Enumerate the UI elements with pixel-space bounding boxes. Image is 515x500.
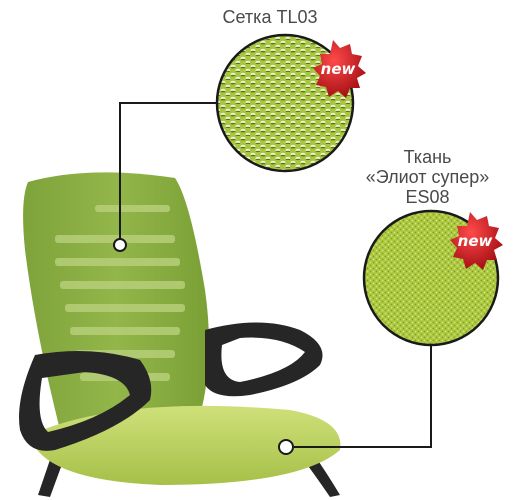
office-chair (19, 172, 341, 497)
fabric-callout-line (294, 341, 432, 448)
chair-armrest-left (19, 351, 152, 451)
fabric-label-line-2: «Элиот супер» (365, 167, 490, 187)
fabric-badge-text: new (458, 232, 493, 250)
mesh-label: Сетка TL03 (222, 7, 318, 27)
fabric-label: Ткань «Элиот супер» ES08 (345, 147, 510, 207)
mesh-badge-text: new (321, 60, 356, 78)
fabric-label-line-1: Ткань (403, 147, 452, 167)
mesh-callout-line (119, 102, 218, 243)
fabric-callout-dot (278, 439, 294, 455)
backrest-slots (55, 205, 185, 381)
fabric-label-line-3: ES08 (405, 187, 450, 207)
mesh-callout-dot (113, 238, 127, 252)
fabric-new-badge: new (450, 212, 503, 270)
callout-lines (119, 102, 432, 448)
mesh-new-badge: new (313, 40, 366, 98)
chair-armrest-right (205, 322, 323, 397)
